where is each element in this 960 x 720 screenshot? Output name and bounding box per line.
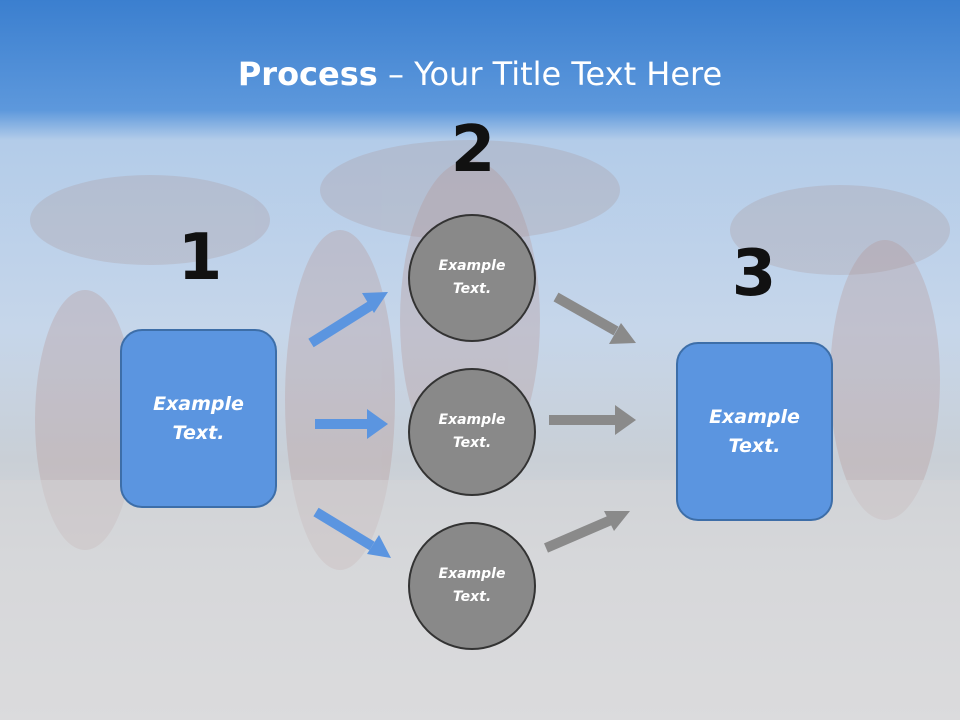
- arrow-left-to-middle: [315, 409, 388, 439]
- arrow-left-to-bottom: [313, 507, 391, 558]
- page-title: Process – Your Title Text Here: [0, 52, 960, 96]
- step-number-1: 1: [177, 221, 223, 295]
- circle-middle-text: Example Text.: [438, 412, 506, 451]
- circle-top[interactable]: Example Text.: [408, 214, 536, 342]
- circle-top-text: Example Text.: [438, 258, 506, 297]
- left-box-text: Example Text.: [153, 392, 244, 444]
- circle-bottom-text: Example Text.: [438, 566, 506, 605]
- right-box[interactable]: Example Text.: [676, 342, 833, 521]
- arrow-top-to-right: [553, 292, 636, 344]
- arrow-left-to-top: [308, 292, 388, 348]
- arrow-bottom-to-right: [544, 511, 630, 553]
- circle-bottom[interactable]: Example Text.: [408, 522, 536, 650]
- title-bold: Process: [237, 55, 378, 93]
- circle-middle[interactable]: Example Text.: [408, 368, 536, 496]
- title-rest: – Your Title Text Here: [377, 55, 723, 93]
- arrow-middle-to-right: [549, 405, 636, 435]
- right-box-text: Example Text.: [709, 405, 800, 457]
- left-box[interactable]: Example Text.: [120, 329, 277, 508]
- step-number-3: 3: [731, 237, 777, 311]
- step-number-2: 2: [450, 113, 496, 187]
